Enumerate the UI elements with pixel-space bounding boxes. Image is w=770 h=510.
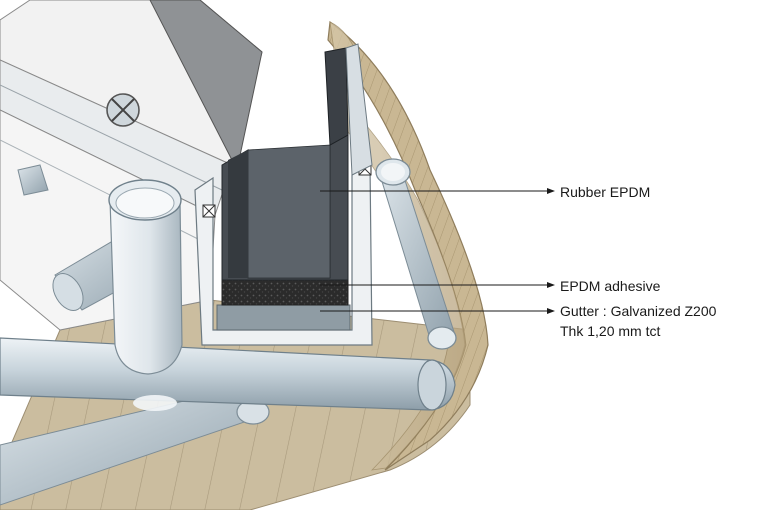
vertical-tube-inner bbox=[115, 187, 175, 219]
epdm-adhesive-layer bbox=[221, 279, 349, 306]
gutter-inner-floor bbox=[216, 304, 351, 331]
gutter-right-upstand bbox=[345, 43, 373, 176]
epdm-liner-right-upstand bbox=[324, 47, 349, 146]
leader-gutter bbox=[320, 308, 555, 314]
diagonal-tube-end bbox=[52, 273, 84, 311]
epdm-liner-left-wall bbox=[228, 150, 248, 278]
curved-cladding-shell bbox=[327, 20, 489, 471]
edge-tube-top-inner bbox=[381, 163, 405, 181]
tube-joint-highlight bbox=[133, 395, 177, 411]
main-tube-end bbox=[417, 359, 447, 411]
epdm-liner-back-wall bbox=[247, 144, 331, 279]
roof-panel-dark-edge bbox=[149, 0, 263, 166]
label-rubber-epdm: Rubber EPDM bbox=[560, 184, 651, 200]
leader-rubber-epdm bbox=[320, 188, 555, 194]
beam-edge-line bbox=[0, 84, 223, 191]
label-gutter-material: Gutter : Galvanized Z200 bbox=[560, 303, 717, 319]
leader-epdm-adhesive bbox=[320, 282, 555, 288]
label-gutter-thickness: Thk 1,20 mm tct bbox=[560, 323, 661, 339]
label-epdm-adhesive: EPDM adhesive bbox=[560, 278, 661, 294]
tube-stub-left bbox=[17, 164, 49, 196]
edge-tube-end bbox=[427, 326, 457, 350]
vertical-tube bbox=[109, 199, 183, 375]
